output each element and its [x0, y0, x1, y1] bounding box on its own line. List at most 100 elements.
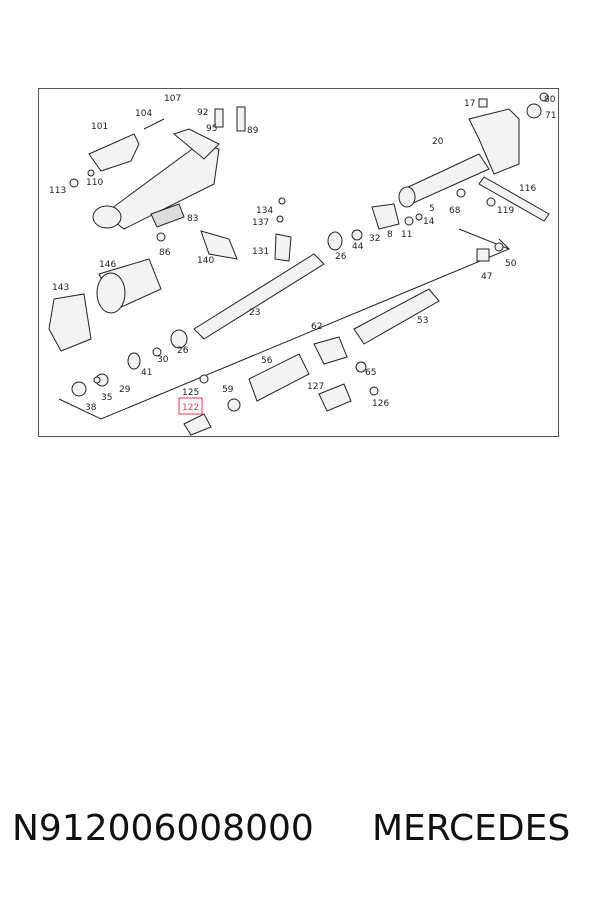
part-86	[156, 232, 166, 242]
label-26-bottom: 26	[177, 346, 189, 356]
label-56: 56	[261, 356, 273, 366]
parts-diagram: 107 104 92 95 89 101 113 110 83 86 140 1…	[38, 88, 559, 437]
label-53: 53	[417, 316, 428, 326]
label-8: 8	[387, 230, 393, 240]
part-35	[93, 376, 101, 384]
label-62: 62	[311, 322, 322, 332]
part-119	[486, 197, 496, 207]
label-116: 116	[519, 184, 536, 194]
label-35: 35	[101, 393, 112, 403]
label-127: 127	[307, 382, 324, 392]
label-23: 23	[249, 308, 260, 318]
tube-5	[403, 153, 490, 205]
part-143	[48, 293, 92, 352]
boot-53	[353, 288, 440, 345]
part-126	[369, 386, 379, 396]
part-131	[274, 233, 292, 262]
boot-56	[248, 353, 310, 402]
label-47: 47	[481, 272, 492, 282]
part-59	[227, 398, 241, 412]
label-26-top: 26	[335, 252, 347, 262]
label-146: 146	[99, 260, 116, 270]
label-137: 137	[252, 218, 269, 228]
label-140: 140	[197, 256, 214, 266]
label-17: 17	[464, 99, 475, 109]
label-5: 5	[429, 204, 435, 214]
label-80: 80	[544, 95, 556, 105]
brand-name: MERCEDES	[372, 808, 571, 849]
part-65	[355, 361, 367, 373]
part-8	[371, 203, 400, 230]
screw-113	[69, 178, 79, 188]
lever-116	[478, 176, 550, 222]
part-38	[71, 381, 87, 397]
label-41: 41	[141, 368, 152, 378]
part-26-bottom	[170, 329, 188, 349]
label-131: 131	[252, 247, 269, 257]
label-126: 126	[372, 399, 389, 409]
label-89: 89	[247, 126, 259, 136]
part-146-face	[96, 272, 126, 314]
label-134: 134	[256, 206, 273, 216]
label-30: 30	[157, 355, 169, 365]
exploded-view-drawing: 107 104 92 95 89 101 113 110 83 86 140 1…	[48, 92, 556, 436]
part-80	[539, 92, 549, 102]
part-41	[127, 352, 141, 370]
label-101: 101	[91, 122, 108, 132]
part-134	[278, 197, 286, 205]
label-71: 71	[545, 111, 556, 121]
label-122: 122	[182, 403, 199, 413]
label-125: 125	[182, 388, 199, 398]
assembly-guide-line	[498, 238, 510, 250]
label-143: 143	[52, 283, 69, 293]
column-housing	[103, 143, 220, 230]
shaft-23	[193, 253, 325, 340]
part-68	[456, 188, 466, 198]
part-17	[478, 98, 488, 108]
part-127	[318, 383, 352, 412]
part-number: N912006008000	[12, 808, 314, 849]
part-89	[236, 106, 246, 132]
label-86: 86	[159, 248, 171, 258]
plate-62	[313, 336, 348, 365]
part-47	[476, 248, 490, 262]
label-95: 95	[206, 124, 217, 134]
label-20: 20	[432, 137, 444, 147]
label-107: 107	[164, 94, 181, 104]
assembly-guide-line	[58, 228, 511, 420]
part-101	[88, 133, 140, 172]
part-50	[494, 242, 504, 252]
label-44: 44	[352, 242, 364, 252]
product-caption: N912006008000 MERCEDES	[0, 808, 600, 858]
part-11	[404, 216, 414, 226]
part-125	[199, 374, 209, 384]
label-119: 119	[497, 206, 514, 216]
label-83: 83	[187, 214, 198, 224]
label-59: 59	[222, 385, 234, 395]
part-44	[351, 229, 363, 241]
part-104	[172, 128, 220, 160]
label-113: 113	[49, 186, 66, 196]
label-104: 104	[135, 109, 152, 119]
label-92: 92	[197, 108, 208, 118]
highlight-box	[178, 397, 203, 415]
pin-104	[143, 118, 165, 130]
bracket-140	[200, 230, 238, 260]
bracket-20	[468, 108, 520, 175]
label-38: 38	[85, 403, 97, 413]
spring-71	[526, 103, 542, 119]
label-65: 65	[365, 368, 376, 378]
part-30	[152, 347, 162, 357]
label-68: 68	[449, 206, 461, 216]
label-32: 32	[369, 234, 380, 244]
label-110: 110	[86, 178, 103, 188]
part-122	[183, 413, 212, 436]
switch-83	[150, 203, 185, 228]
label-11: 11	[401, 230, 412, 240]
part-14	[415, 213, 423, 221]
label-29: 29	[119, 385, 131, 395]
housing-flange	[92, 205, 122, 229]
part-137	[276, 215, 284, 223]
part-92	[214, 108, 224, 128]
label-50: 50	[505, 259, 517, 269]
